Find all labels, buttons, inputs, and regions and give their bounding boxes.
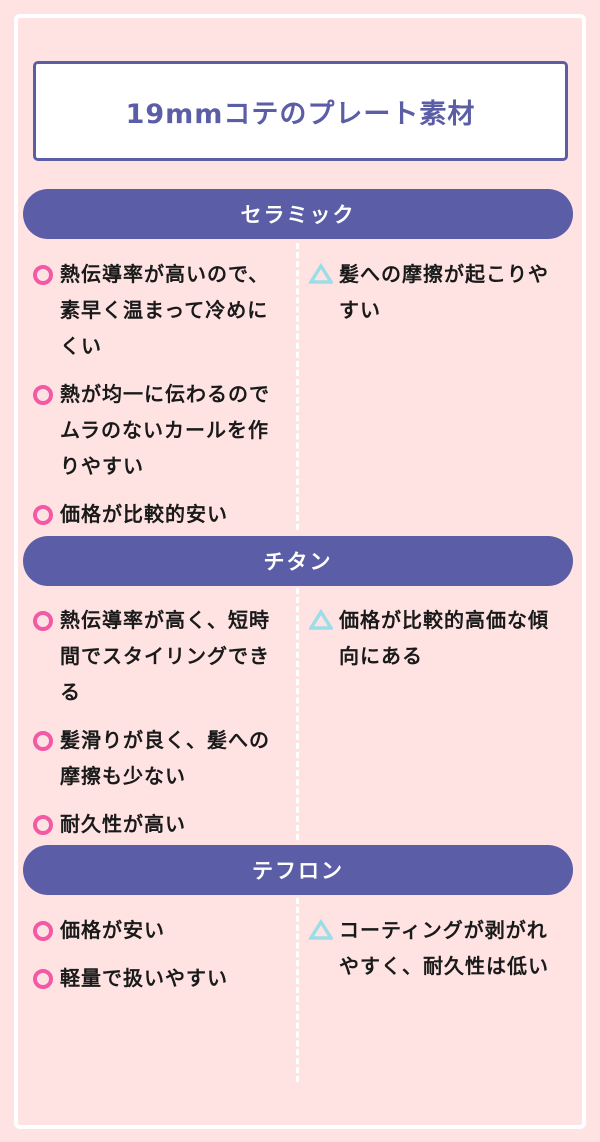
- circle-icon: [33, 385, 53, 405]
- con-item: コーティングが剥がれやすく、耐久性は低い: [309, 912, 559, 984]
- cons-list-titanium: 価格が比較的高価な傾向にある: [309, 602, 559, 686]
- section-header-titanium: チタン: [23, 536, 573, 586]
- con-text: コーティングが剥がれやすく、耐久性は低い: [339, 918, 549, 978]
- triangle-icon: [309, 263, 333, 284]
- con-item: 価格が比較的高価な傾向にある: [309, 602, 559, 674]
- section-header-ceramic: セラミック: [23, 189, 573, 239]
- circle-icon: [33, 505, 53, 525]
- pro-item: 軽量で扱いやすい: [33, 960, 285, 996]
- circle-icon: [33, 731, 53, 751]
- pro-text: 熱が均一に伝わるのでムラのないカールを作りやすい: [60, 382, 270, 478]
- pro-item: 耐久性が高い: [33, 806, 285, 842]
- pro-text: 耐久性が高い: [60, 812, 186, 836]
- column-divider: [296, 243, 299, 530]
- outer-frame: [14, 14, 586, 1129]
- section-header-teflon: テフロン: [23, 845, 573, 895]
- pro-item: 価格が比較的安い: [33, 496, 285, 532]
- circle-icon: [33, 265, 53, 285]
- section-title: セラミック: [240, 203, 356, 227]
- pros-list-titanium: 熱伝導率が高く、短時間でスタイリングできる 髪滑りが良く、髪への摩擦も少ない 耐…: [33, 602, 285, 854]
- section-title: チタン: [263, 550, 333, 574]
- pros-list-ceramic: 熱伝導率が高いので、素早く温まって冷めにくい 熱が均一に伝わるのでムラのないカー…: [33, 256, 285, 544]
- circle-icon: [33, 921, 53, 941]
- circle-icon: [33, 969, 53, 989]
- con-item: 髪への摩擦が起こりやすい: [309, 256, 559, 328]
- section-title: テフロン: [252, 859, 344, 883]
- pro-text: 熱伝導率が高いので、素早く温まって冷めにくい: [60, 262, 270, 358]
- pro-item: 価格が安い: [33, 912, 285, 948]
- circle-icon: [33, 611, 53, 631]
- pro-text: 軽量で扱いやすい: [60, 966, 228, 990]
- column-divider: [296, 588, 299, 840]
- column-divider: [296, 898, 299, 1082]
- pro-text: 髪滑りが良く、髪への摩擦も少ない: [60, 728, 270, 788]
- title-box: 19mmコテのプレート素材: [33, 61, 568, 161]
- pro-item: 熱が均一に伝わるのでムラのないカールを作りやすい: [33, 376, 285, 484]
- pro-item: 熱伝導率が高く、短時間でスタイリングできる: [33, 602, 285, 710]
- pro-item: 熱伝導率が高いので、素早く温まって冷めにくい: [33, 256, 285, 364]
- cons-list-ceramic: 髪への摩擦が起こりやすい: [309, 256, 559, 340]
- pro-text: 熱伝導率が高く、短時間でスタイリングできる: [60, 608, 270, 704]
- triangle-icon: [309, 609, 333, 630]
- cons-list-teflon: コーティングが剥がれやすく、耐久性は低い: [309, 912, 559, 996]
- pro-item: 髪滑りが良く、髪への摩擦も少ない: [33, 722, 285, 794]
- con-text: 髪への摩擦が起こりやすい: [339, 262, 549, 322]
- pro-text: 価格が安い: [60, 918, 165, 942]
- con-text: 価格が比較的高価な傾向にある: [339, 608, 549, 668]
- pros-list-teflon: 価格が安い 軽量で扱いやすい: [33, 912, 285, 1008]
- circle-icon: [33, 815, 53, 835]
- triangle-icon: [309, 919, 333, 940]
- pro-text: 価格が比較的安い: [60, 502, 228, 526]
- page-title: 19mmコテのプレート素材: [125, 98, 476, 130]
